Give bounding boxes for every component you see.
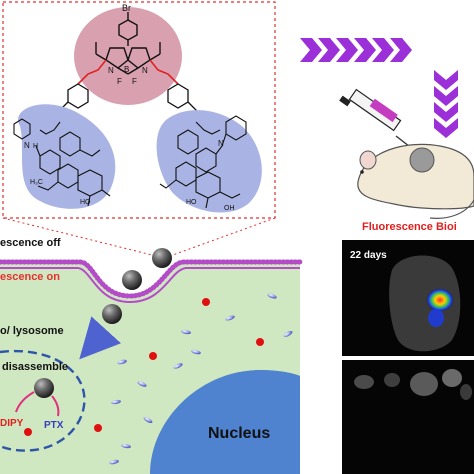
ptx-left-n-label: N (24, 141, 30, 150)
syringe (339, 88, 415, 151)
tumor-site (409, 147, 435, 173)
molecule-dotted-frame (2, 1, 276, 219)
bodipy-core (95, 42, 161, 75)
nucleus-label: Nucleus (208, 425, 270, 442)
ptx-skeleton-right (159, 115, 247, 209)
cell-membrane-inner (0, 267, 300, 304)
bromine-label: Br (122, 3, 131, 13)
ptx-dash (111, 399, 121, 405)
ptx-right-n-label: N (218, 139, 224, 148)
ptx-left-ho-label: HO (80, 199, 91, 206)
ptx-dash (283, 330, 293, 338)
bodipy-dot (24, 428, 32, 436)
ptx-left-h-label: H (33, 143, 38, 150)
ptx-dash (181, 329, 191, 335)
day-label: 22 days (350, 250, 387, 261)
ptx-dash (109, 459, 119, 465)
ptx-dash (225, 315, 235, 321)
nitrogen-label-right: N (142, 66, 148, 75)
status-on-label: escence on (0, 271, 60, 283)
release-bodipy-label: DIPY (0, 418, 24, 429)
bodipy-dot (149, 352, 157, 360)
disassemble-label: disassemble (2, 361, 68, 373)
ptx-skeleton-left (13, 118, 111, 207)
ptx-dash (191, 349, 201, 355)
endosome-membrane (0, 349, 86, 452)
nanoparticle-outside (152, 248, 172, 268)
ptx-right-oh-label: OH (224, 205, 235, 212)
ptx-blob-right (156, 110, 262, 213)
tumor-fluorescence-signal (426, 288, 454, 312)
bromophenyl-group (118, 12, 138, 46)
trafficking-arrow (79, 316, 121, 360)
mouse-silhouette (389, 255, 461, 352)
imaging-title: Fluorescence Bioi (362, 221, 457, 233)
zoom-connector-left (2, 217, 157, 257)
release-arrow-ptx (51, 395, 60, 417)
vinyl-linkers (77, 59, 179, 85)
released-bodipy-dots (24, 298, 264, 436)
nanoparticle-endosome (102, 304, 122, 324)
fluorine-label-1: F (117, 77, 122, 86)
cell-membrane (0, 259, 303, 299)
endosome-label: o/ lysosome (0, 325, 64, 337)
ptx-dash (117, 359, 127, 365)
fluorine-label-2: F (132, 77, 137, 86)
zoom-connector-right (169, 217, 276, 257)
ptx-dash (121, 443, 131, 449)
bodipy-dot (202, 298, 210, 306)
ptx-left-methyl-label: H₃C (30, 179, 43, 186)
mouse (357, 143, 474, 219)
nanoparticle-entering (122, 270, 142, 290)
ptx-dash (173, 363, 183, 369)
released-ptx-dashes (109, 293, 293, 465)
process-arrows-vertical (434, 70, 458, 138)
status-off-label: escence off (0, 237, 61, 249)
bodipy-dot (256, 338, 264, 346)
ptx-dash (137, 381, 147, 387)
ptx-right-ho-label: HO (186, 199, 197, 206)
bodipy-dot (94, 424, 102, 432)
nucleus (150, 370, 300, 474)
tumor-fluorescence-tail (428, 309, 444, 327)
bodipy-highlight-disk (74, 7, 182, 105)
nitrogen-label-left: N (108, 66, 114, 75)
release-arrow-bodipy (15, 391, 35, 413)
boron-label: B (124, 65, 129, 74)
ex-vivo-organs (354, 369, 472, 400)
ptx-dash (143, 416, 153, 424)
ptx-dash (267, 293, 277, 299)
nanoparticle-disassembling (34, 378, 54, 398)
release-ptx-label: PTX (44, 420, 64, 431)
process-arrows-horizontal (300, 38, 412, 62)
ptx-blob-left (18, 104, 116, 209)
